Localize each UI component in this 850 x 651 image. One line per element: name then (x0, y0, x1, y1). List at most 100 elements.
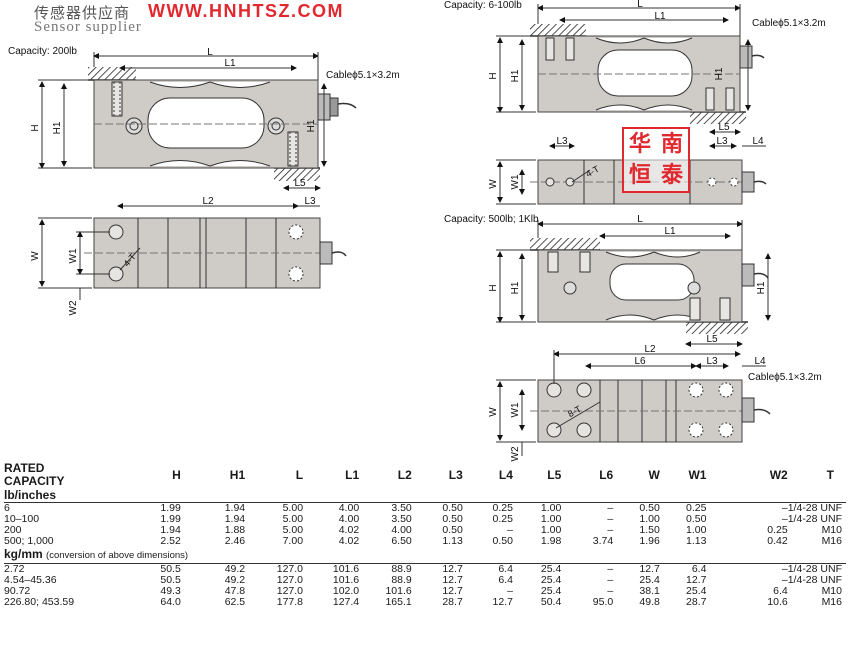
figure-6-100lb-side-view (496, 4, 765, 135)
cell-w: 38.1 (639, 585, 660, 597)
cell-w: 1.00 (639, 513, 660, 525)
figure-500lb-side-view (496, 220, 771, 347)
cell-l2: 165.1 (385, 596, 412, 608)
cell-l4: 0.50 (492, 535, 513, 547)
fig200-dim-W: W (30, 251, 41, 261)
cell-w2: 6.4 (773, 585, 788, 597)
cell-l1: 101.6 (332, 574, 360, 586)
cell-l6: 3.74 (592, 535, 614, 547)
cell-l3: 12.7 (442, 574, 463, 586)
section-kg-mm-title: kg/mm (conversion of above dimensions) (4, 547, 846, 564)
fig200-cable-label: Cableϕ5.1×3.2m (326, 70, 400, 81)
cell-l5: 25.4 (540, 585, 562, 597)
row-capacity: 90.72 (4, 585, 31, 597)
cell-l3: 0.50 (442, 524, 463, 536)
cell-h: 50.5 (160, 563, 181, 575)
cell-l1: 4.00 (338, 513, 360, 525)
fig500-dim-L3: L3 (706, 356, 718, 367)
cell-t: M10 (821, 524, 842, 536)
col-header-L6: L6 (599, 468, 614, 482)
cell-l3: 0.50 (442, 513, 463, 525)
company-seal-stamp: 华 南 恒 泰 (622, 127, 690, 193)
fig200-dim-L1: L1 (224, 58, 236, 69)
fig200-dim-L5: L5 (294, 178, 306, 189)
section-lb-inches-title: lb/inches (4, 488, 846, 503)
fig500-dim-L6: L6 (634, 356, 646, 367)
stamp-char-1: 华 (628, 132, 651, 157)
cell-w: 1.96 (639, 535, 660, 547)
cell-l5: 1.00 (540, 502, 562, 514)
cell-w: 12.7 (639, 563, 660, 575)
cell-l5: 25.4 (540, 563, 562, 575)
cell-h1: 1.94 (224, 502, 246, 514)
rated-capacity-header-line1: RATED (4, 461, 45, 475)
cell-w2: – (781, 513, 788, 525)
cell-h: 49.3 (160, 585, 181, 597)
cell-l: 127.0 (276, 585, 304, 597)
company-chinese-name: 传感器供应商 (34, 4, 131, 22)
cell-l4: – (507, 585, 513, 597)
fig200-dim-W2: W2 (68, 300, 79, 315)
cell-l4: 6.4 (498, 563, 513, 575)
cell-l4: 0.25 (492, 502, 513, 514)
table-header-row: RATED CAPACITY H H1 L L1 L2 L3 L4 L5 L6 … (4, 462, 846, 488)
fig500-dim-W2: W2 (510, 446, 521, 461)
cell-l6: – (607, 524, 614, 536)
cell-w: 0.50 (639, 502, 660, 514)
cell-w1: 0.25 (686, 502, 707, 514)
cell-w: 25.4 (639, 574, 660, 586)
cell-w: 49.8 (639, 596, 660, 608)
cell-l6: – (607, 574, 614, 586)
row-capacity: 500; 1,000 (4, 535, 54, 547)
col-header-W1: W1 (688, 468, 707, 482)
cell-h1: 49.2 (224, 574, 246, 586)
cell-h1: 1.94 (224, 513, 246, 525)
fig6-dim-L: L (637, 0, 643, 10)
col-header-H1: H1 (229, 468, 246, 482)
website-link[interactable]: WWW.HNHTSZ.COM (148, 1, 344, 21)
company-english-name: Sensor supplier (34, 19, 142, 35)
fig6-dim-L3: L3 (556, 136, 568, 147)
cell-h1: 49.2 (224, 563, 246, 575)
fig6-dim-L3-right: L3 (716, 136, 728, 147)
cell-l2: 4.00 (391, 524, 412, 536)
cell-w1: 25.4 (686, 585, 707, 597)
fig500-dim-L: L (637, 214, 643, 225)
cell-w: 1.50 (639, 524, 660, 536)
cell-w1: 28.7 (686, 596, 707, 608)
fig500-dim-L5: L5 (706, 334, 718, 345)
row-capacity: 2.72 (4, 563, 25, 575)
cell-l4: 6.4 (498, 574, 513, 586)
cell-h1: 2.46 (224, 535, 246, 547)
fig200-dim-L2: L2 (202, 196, 214, 207)
cell-l4: – (507, 524, 513, 536)
row-capacity: 200 (4, 524, 22, 536)
col-header-H: H (172, 468, 181, 482)
cell-h: 1.99 (160, 502, 181, 514)
cell-h1: 47.8 (224, 585, 246, 597)
cell-w2: 10.6 (767, 596, 788, 608)
cell-l6: – (607, 502, 614, 514)
cell-l: 177.8 (276, 596, 304, 608)
section-kg-mm: kg/mm (conversion of above dimensions) 2… (4, 547, 846, 608)
cell-h: 1.94 (160, 524, 181, 536)
figure-6-100lb-top-view (496, 143, 767, 205)
cell-w2: 0.25 (767, 524, 788, 536)
col-header-L4: L4 (498, 468, 513, 482)
section-kg-mm-note: (conversion of above dimensions) (46, 550, 189, 561)
col-header-T: T (826, 468, 834, 482)
cell-l1: 101.6 (332, 563, 360, 575)
fig6-dim-L5: L5 (718, 122, 730, 133)
col-header-W: W (648, 468, 660, 482)
cell-l3: 12.7 (442, 585, 463, 597)
col-header-L1: L1 (345, 468, 360, 482)
cell-l3: 28.7 (442, 596, 463, 608)
cell-l1: 127.4 (332, 596, 360, 608)
figure-500lb-top-view (496, 350, 771, 456)
cell-l3: 12.7 (442, 563, 463, 575)
cell-l1: 4.00 (338, 502, 360, 514)
stamp-char-4: 泰 (660, 163, 683, 188)
fig6-dim-H1: H1 (510, 69, 521, 82)
